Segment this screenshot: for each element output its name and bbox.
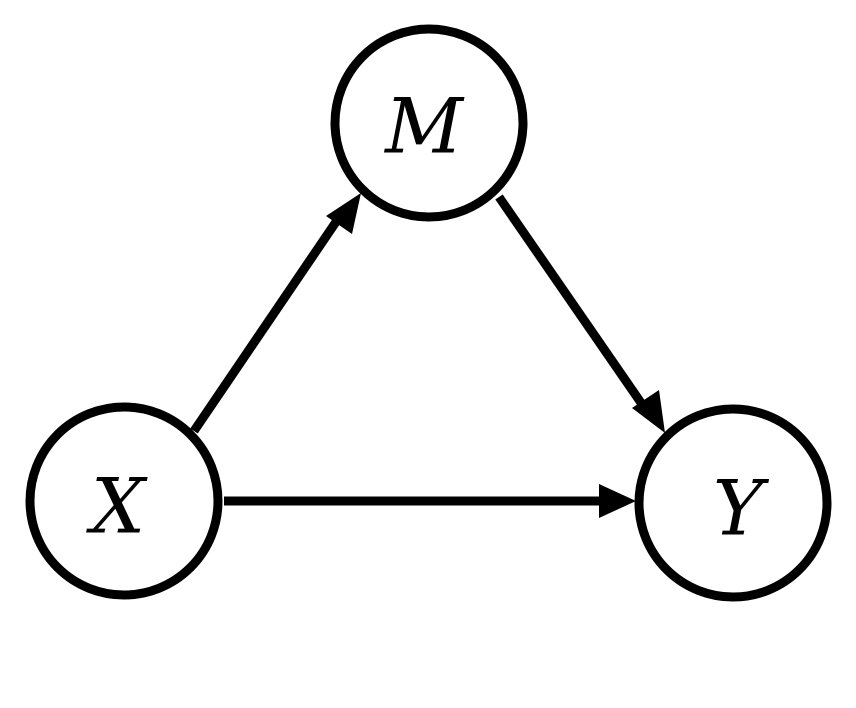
node-m: M [330,24,528,222]
edge-x-to-m [190,193,361,434]
node-m-label: M [383,82,465,171]
edge-m-to-y [495,194,665,433]
node-x-label: X [86,462,148,551]
node-y: Y [634,404,832,602]
edge-x-to-y [224,484,636,518]
node-y-label: Y [713,464,770,553]
node-x: X [25,402,223,600]
